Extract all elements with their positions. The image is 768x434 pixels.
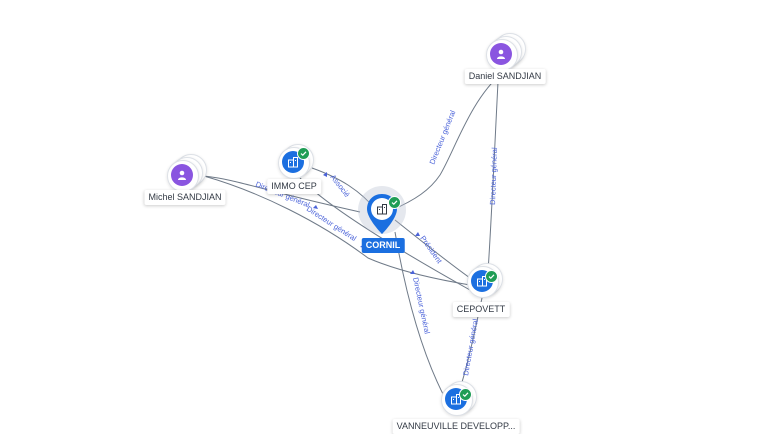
node-label-vanneuville[interactable]: VANNEUVILLE DEVELOPP... (392, 419, 520, 434)
edge-label-daniel-cepovett: Directeur général (488, 147, 499, 205)
building-icon (377, 204, 387, 215)
edge-arrow (410, 270, 415, 274)
node-label-michel[interactable]: Michel SANDJIAN (144, 190, 226, 205)
node-label-cepovett[interactable]: CEPOVETT (452, 302, 510, 317)
verified-icon (459, 388, 472, 401)
edge-daniel-cepovett[interactable] (487, 81, 499, 273)
edge-label-cornil-cepovett: Président (418, 234, 444, 266)
edge-label-daniel-cornil: Directeur général (428, 109, 458, 166)
node-label-cornil[interactable]: CORNIL (361, 238, 405, 253)
edge-arrow (323, 172, 327, 177)
edge-cornil-cepovett[interactable] (394, 219, 471, 279)
person-icon (171, 164, 193, 186)
verified-icon (485, 270, 498, 283)
edge-arrow (415, 232, 420, 236)
node-label-daniel[interactable]: Daniel SANDJIAN (464, 69, 546, 84)
verified-icon (297, 147, 310, 160)
edge-daniel-cornil[interactable] (391, 71, 504, 211)
edge-michel-immo[interactable] (203, 175, 361, 213)
edge-label-cornil-vanneuville: Directeur général (411, 277, 432, 335)
verified-icon (388, 196, 401, 209)
edge-label-immo-cornil: Associé (328, 173, 351, 199)
person-icon (490, 43, 512, 65)
edge-label-cepovett-vanneuville: Directeur général (461, 318, 480, 377)
node-label-immo-cep[interactable]: IMMO CEP (267, 179, 321, 194)
edge-arrow (313, 205, 318, 209)
edge-michel-cornil[interactable] (203, 175, 471, 286)
